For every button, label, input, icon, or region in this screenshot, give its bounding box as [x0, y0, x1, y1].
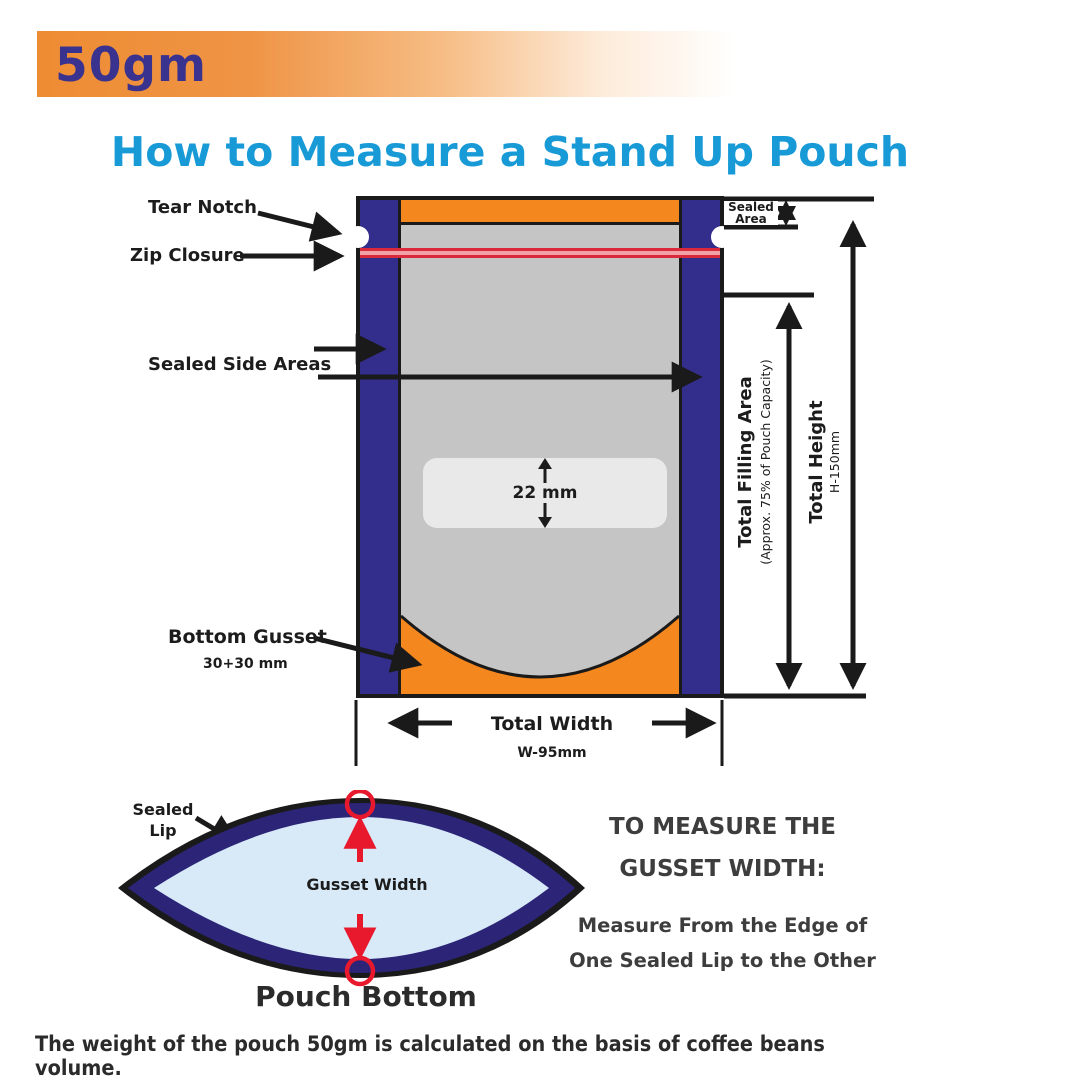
- weight-badge: 50gm: [37, 31, 1007, 97]
- tear-notch-left: [347, 226, 369, 248]
- sealed-area-label: Sealed Area: [724, 201, 778, 225]
- zip-closure-label: Zip Closure: [130, 245, 245, 266]
- bottom-gusset-shape: [401, 614, 679, 694]
- gusset-instructions: TO MEASURE THE GUSSET WIDTH: Measure Fro…: [565, 812, 880, 974]
- tear-notch-arrow: [257, 210, 343, 242]
- inner-measure-box: 22 mm: [423, 458, 667, 528]
- arrow-up-icon: [538, 458, 552, 483]
- sealed-lip-line2: Lip: [149, 821, 177, 840]
- pouch-bottom-caption: Pouch Bottom: [255, 980, 477, 1013]
- bottom-gusset-label: Bottom Gusset: [168, 626, 327, 648]
- gusset-orange-fill: [401, 616, 679, 694]
- weight-badge-label: 50gm: [55, 38, 208, 93]
- sealed-lip-label: Sealed Lip: [128, 799, 198, 841]
- total-filling-area-note: (Approx. 75% of Pouch Capacity): [758, 359, 773, 565]
- gusset-edge-circle-bottom: [344, 955, 376, 987]
- sealed-area-line2: Area: [735, 212, 767, 226]
- arrow-down-icon: [538, 503, 552, 528]
- lens-inner-fill: [154, 817, 549, 959]
- total-width-value: W-95mm: [517, 745, 587, 761]
- total-height-label: Total Height H-150mm: [806, 382, 846, 542]
- total-width-label: Total Width: [452, 711, 652, 737]
- sealed-area-line1: Sealed: [728, 200, 774, 214]
- tear-notch-right: [711, 226, 733, 248]
- gusset-edge-circle-top: [344, 790, 376, 820]
- tear-notch-label: Tear Notch: [148, 197, 257, 218]
- instruction-line1: TO MEASURE THE: [609, 814, 836, 840]
- instruction-line4: One Sealed Lip to the Other: [569, 949, 876, 972]
- total-filling-area-label: Total Filling Area (Approx. 75% of Pouch…: [735, 352, 781, 572]
- total-filling-area-title: Total Filling Area: [735, 376, 756, 548]
- bottom-gusset-size-label: 30+30 mm: [203, 656, 288, 672]
- footer-note: The weight of the pouch 50gm is calculat…: [35, 1032, 825, 1080]
- top-seal-band: [401, 200, 679, 225]
- instruction-line3: Measure From the Edge of: [577, 914, 868, 937]
- gusset-curve-line: [401, 614, 679, 679]
- inner-measure-label: 22 mm: [512, 483, 578, 503]
- sealed-side-areas-label: Sealed Side Areas: [148, 354, 332, 375]
- pouch-bottom-diagram: [118, 790, 585, 987]
- page-title: How to Measure a Stand Up Pouch: [110, 128, 910, 176]
- total-height-value: H-150mm: [827, 430, 842, 494]
- sealed-side-right: [679, 200, 720, 694]
- gusset-width-label: Gusset Width: [306, 875, 428, 894]
- sealed-lip-line1: Sealed: [132, 800, 194, 819]
- sealed-side-left: [360, 200, 401, 694]
- total-height-title: Total Height: [806, 400, 827, 524]
- zip-closure-line: [360, 248, 720, 258]
- instruction-line2: GUSSET WIDTH:: [619, 856, 826, 882]
